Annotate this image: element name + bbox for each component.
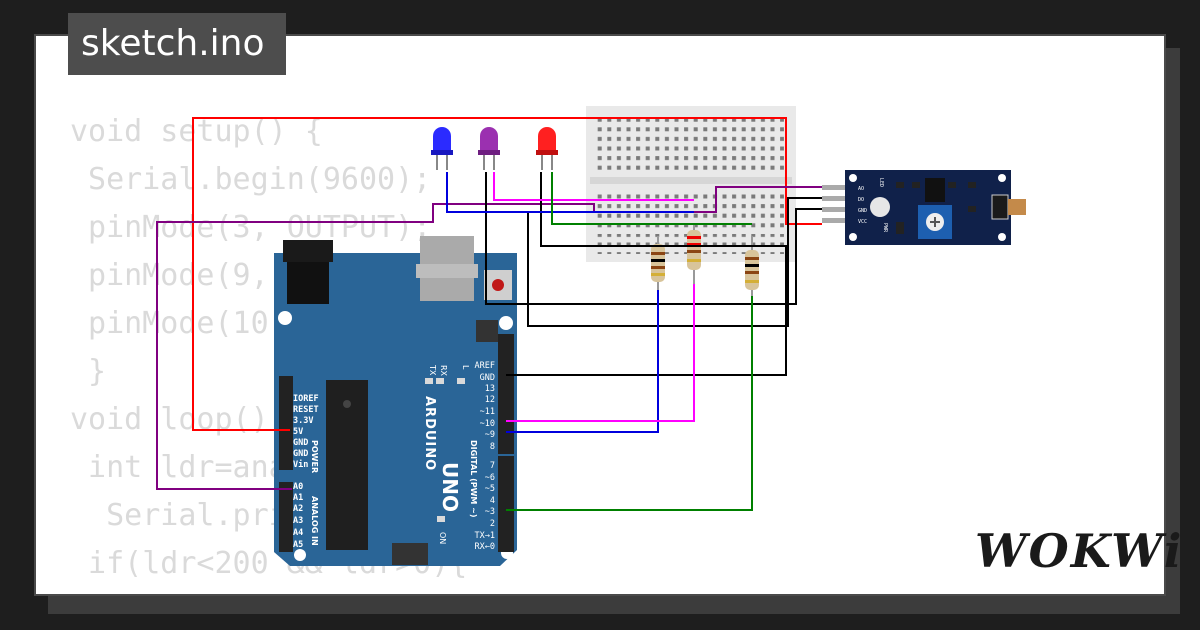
pin-label: 4	[490, 496, 495, 506]
pin-label: GND	[480, 373, 495, 383]
arduino-uno-board[interactable]: TX RX L ARDUINO UNO ON DIGITAL (PWM ~) P…	[274, 236, 517, 566]
pin-label: ~10	[480, 419, 495, 429]
arduino-model: UNO	[438, 462, 462, 512]
led-purple[interactable]	[478, 127, 500, 170]
pin-label: ~6	[485, 473, 495, 483]
module-pwr-label: PWR	[882, 223, 888, 233]
code-line: void setup() {	[70, 114, 323, 149]
pin-label: RX←0	[475, 542, 495, 552]
pin-label: GND	[293, 449, 308, 459]
pin-label: 12	[485, 395, 495, 405]
resistor-3[interactable]	[745, 236, 759, 296]
module-pin-label: GND	[858, 208, 867, 214]
wire-black-gnd	[506, 172, 787, 376]
pin-label: IOREF	[293, 394, 319, 404]
module-pin-label: DO	[858, 197, 864, 203]
arduino-brand: ARDUINO	[422, 396, 437, 471]
wire-purple-a0	[156, 186, 822, 490]
tx-label: TX	[428, 364, 437, 376]
pin-label: A2	[293, 504, 303, 514]
wokwi-logo: WOKWi	[975, 524, 1184, 578]
pin-label: A4	[293, 528, 303, 538]
led-red[interactable]	[536, 127, 558, 170]
pin-label: A0	[293, 482, 303, 492]
wire-blue-pin9	[506, 290, 659, 433]
l-label: L	[461, 365, 470, 370]
digital-header-bottom	[498, 456, 514, 552]
wire-green-led	[551, 172, 752, 225]
pin-label: 13	[485, 384, 495, 394]
wires	[156, 117, 822, 511]
power-header	[279, 376, 293, 470]
analog-header	[279, 482, 293, 552]
pin-label: ~9	[485, 430, 495, 440]
wire-red-5v	[192, 117, 822, 431]
pin-label: ~5	[485, 484, 495, 494]
wire-magenta-led	[493, 172, 694, 201]
pin-label: TX→1	[475, 531, 495, 541]
module-pin-label: VCC	[858, 219, 867, 225]
pin-label: 3.3V	[293, 416, 313, 426]
pin-label: 7	[490, 461, 495, 471]
module-led-label: LED	[878, 178, 884, 187]
sketch-title[interactable]: sketch.ino	[68, 13, 286, 75]
pin-label: A1	[293, 493, 303, 503]
pin-label: A5	[293, 540, 303, 550]
wire-green-pin3	[506, 296, 753, 511]
pin-label: Vin	[293, 459, 308, 470]
pin-label: 8	[490, 442, 495, 452]
pin-label: RESET	[293, 405, 319, 415]
analog-label: ANALOG IN	[310, 496, 319, 546]
power-label: POWER	[310, 440, 319, 473]
ldr-sensor-module[interactable]: AO DO GND VCC LED PWR	[822, 170, 1026, 245]
wire-magenta-pin10	[506, 284, 695, 422]
module-pin-label: AO	[858, 186, 864, 192]
led-blue[interactable]	[431, 127, 453, 170]
on-label: ON	[438, 532, 447, 544]
pin-label: ~11	[480, 407, 495, 417]
pin-label: AREF	[475, 361, 495, 371]
pin-label: A3	[293, 516, 303, 526]
pin-label: 2	[490, 519, 495, 529]
pin-label: 5V	[293, 427, 303, 437]
digital-label: DIGITAL (PWM ~)	[469, 440, 478, 518]
pin-label: ~3	[485, 507, 495, 517]
rx-label: RX	[439, 365, 448, 377]
digital-header-top	[498, 334, 514, 454]
wire-blue-led	[446, 172, 694, 213]
resistor-2[interactable]	[687, 224, 701, 284]
atmega-chip	[326, 380, 368, 550]
pin-label: GND	[293, 438, 308, 448]
code-line: pinMode(3, OUTPUT);	[70, 210, 432, 245]
wire-black-ldr-gnd	[485, 172, 822, 305]
code-line: }	[70, 354, 107, 389]
code-line: Serial.begin(9600);	[70, 162, 432, 197]
